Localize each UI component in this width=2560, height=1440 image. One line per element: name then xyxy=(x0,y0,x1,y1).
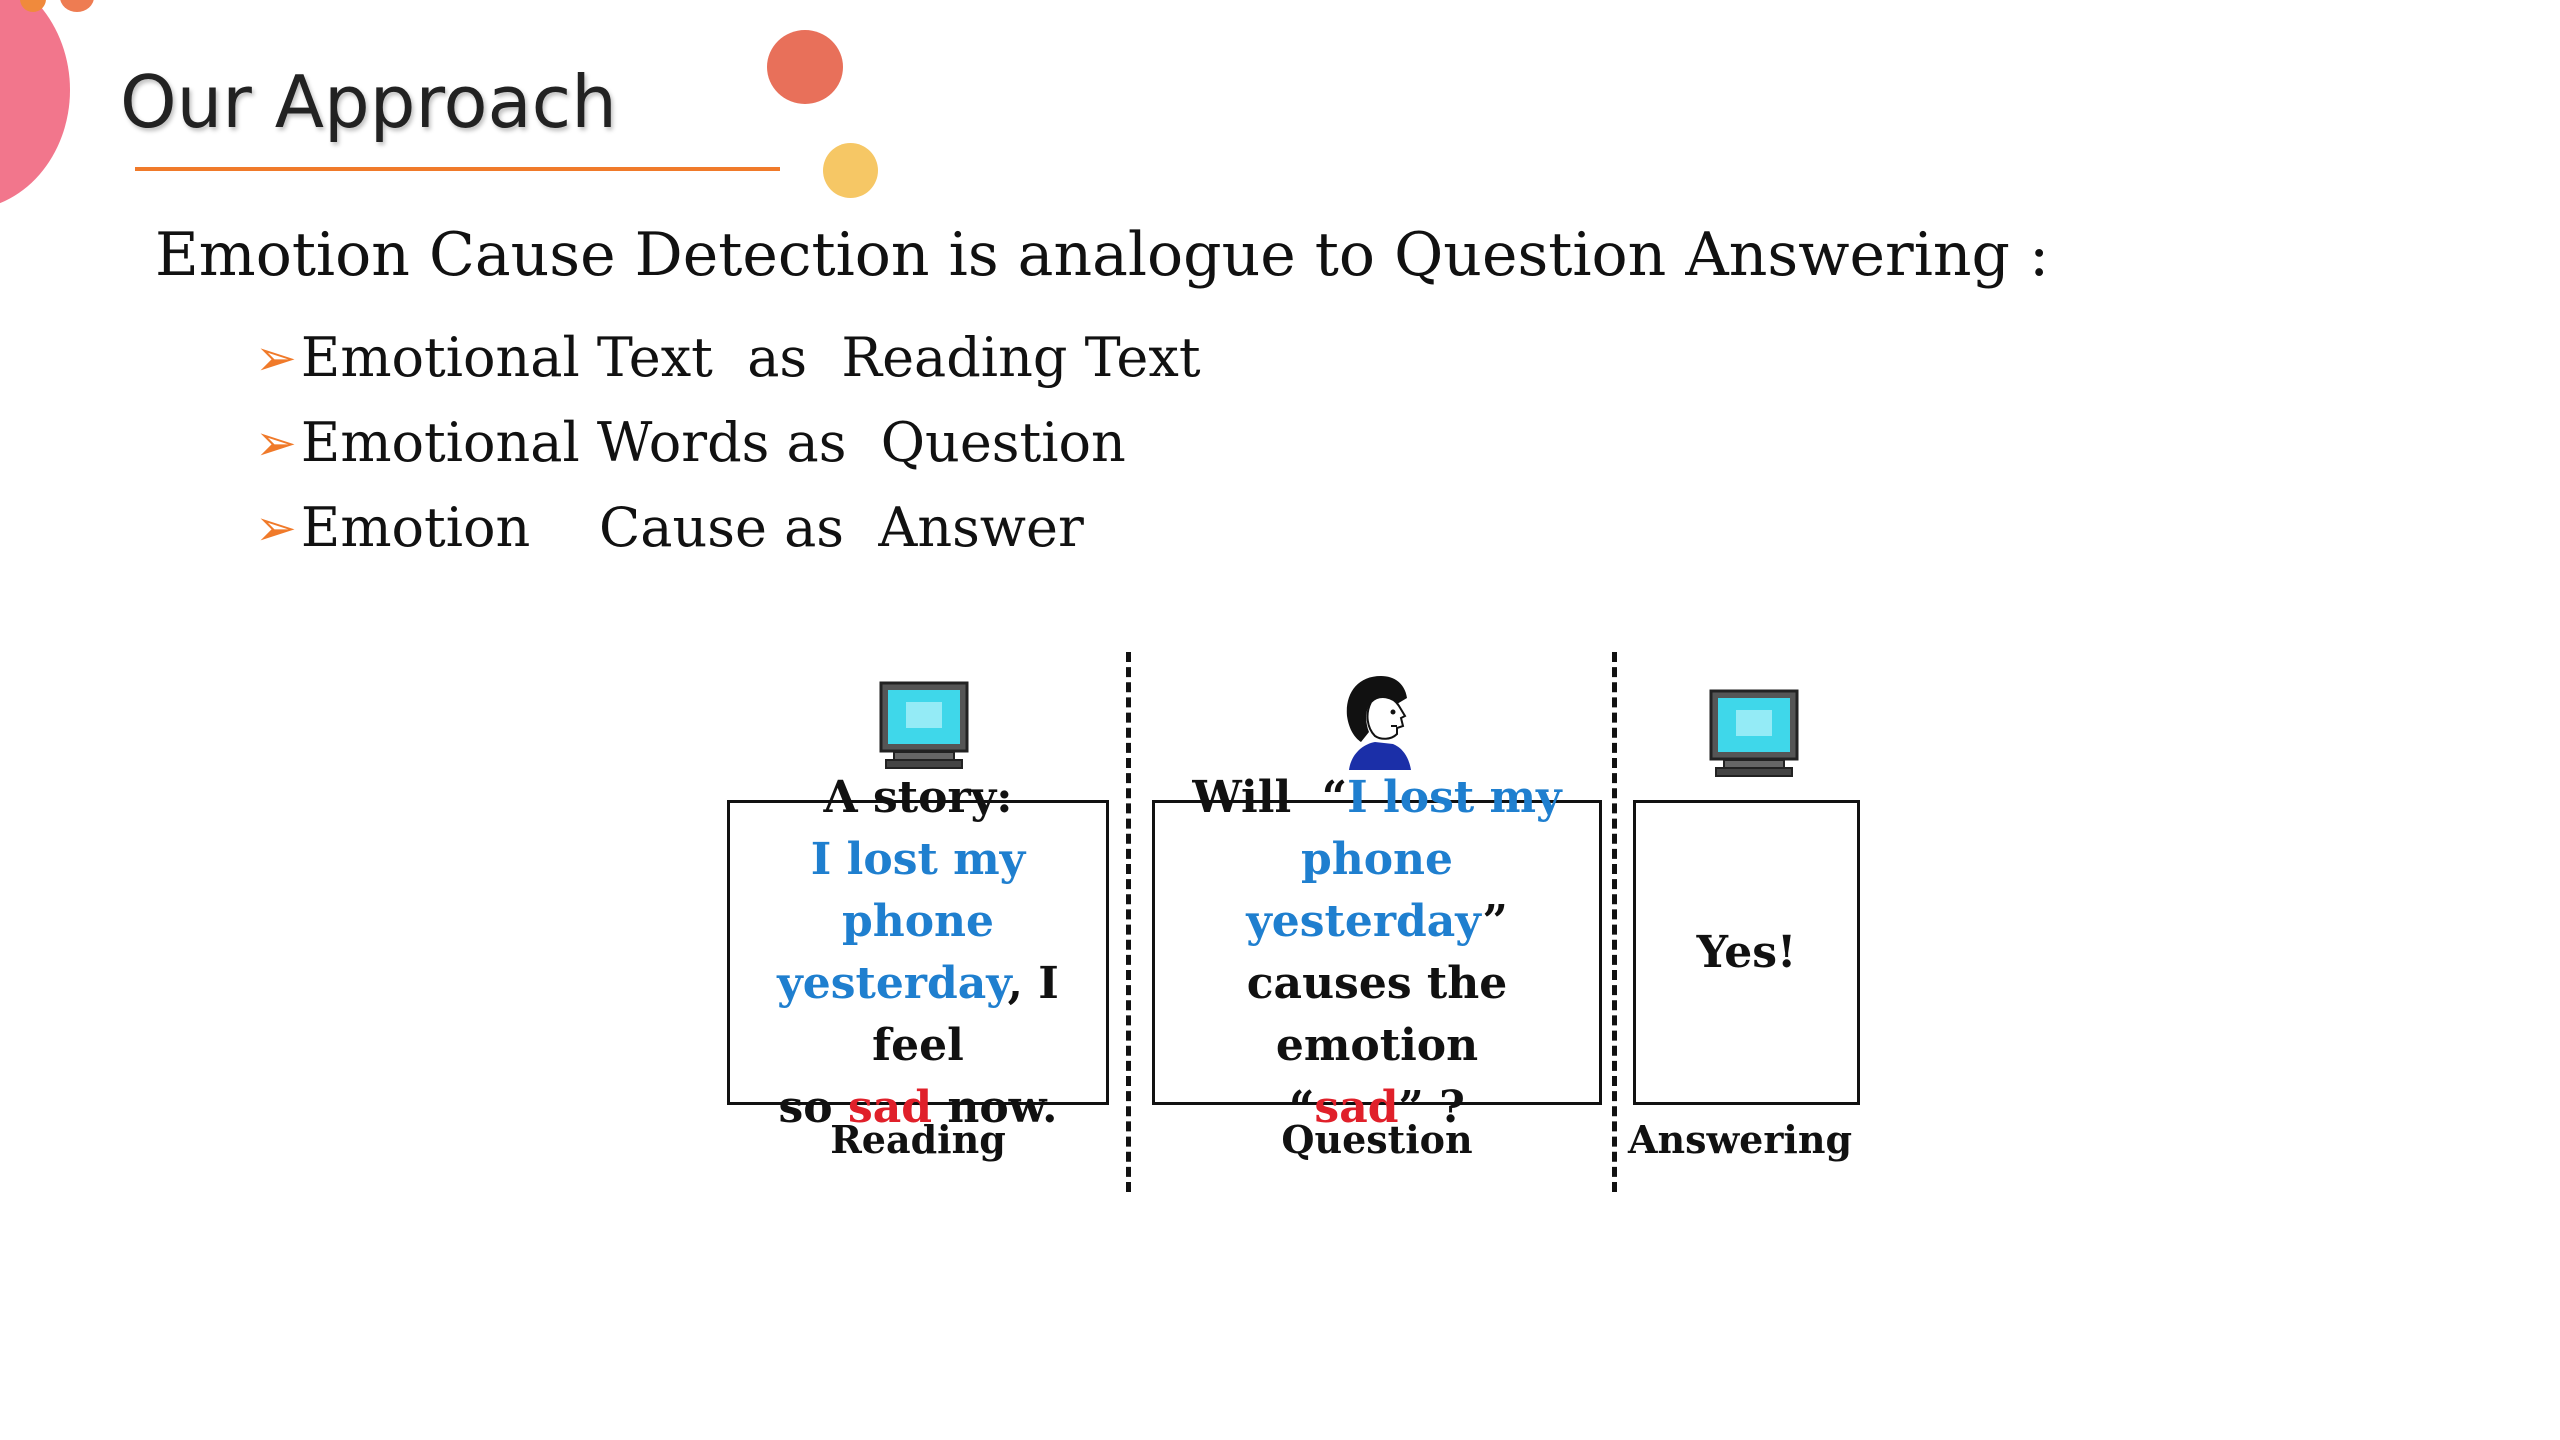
main-statement: Emotion Cause Detection is analogue to Q… xyxy=(155,220,2050,290)
bullet-text: Emotional Words as Question xyxy=(300,410,1126,474)
reading-emotion-word: sad xyxy=(847,1081,933,1133)
person-icon xyxy=(1346,676,1411,770)
question-line: “sad” ? xyxy=(1165,1077,1589,1139)
bullet-text: Emotion Cause as Answer xyxy=(300,495,1084,559)
reading-text-span: so xyxy=(778,1081,848,1133)
decorative-orange-circle xyxy=(767,30,843,104)
reading-line: so sad now. xyxy=(740,1077,1096,1139)
reading-text-span: , I feel xyxy=(872,957,1059,1071)
reading-box: A story: I lost my phone yesterday, I fe… xyxy=(727,772,1109,1133)
dashed-separator xyxy=(1612,652,1617,1192)
slide-title: Our Approach xyxy=(120,60,617,144)
question-text-span: ” ? xyxy=(1398,1081,1465,1133)
reading-text: A story: I lost my phone yesterday, I fe… xyxy=(740,767,1096,1139)
question-caption: Question xyxy=(1281,1117,1473,1162)
question-emotion-word: sad xyxy=(1314,1081,1399,1133)
reading-cause-text: yesterday xyxy=(777,957,1008,1009)
bullet-item: ➢ Emotion Cause as Answer xyxy=(255,485,1201,570)
dashed-separator xyxy=(1126,652,1131,1192)
question-cause-text: I lost my xyxy=(1347,771,1562,823)
question-text-span: “ xyxy=(1289,1081,1315,1133)
reading-cause-text: I lost my phone xyxy=(810,833,1026,947)
question-line: Will “I lost my xyxy=(1165,767,1589,829)
arrow-bullet-icon: ➢ xyxy=(255,413,297,472)
question-text-span: ” xyxy=(1482,895,1508,947)
title-underline xyxy=(135,167,780,171)
question-cause-text: phone yesterday xyxy=(1246,833,1483,947)
arrow-bullet-icon: ➢ xyxy=(255,328,297,387)
reading-caption: Reading xyxy=(830,1117,1006,1162)
bullet-item: ➢ Emotional Words as Question xyxy=(255,400,1201,485)
question-text-span: Will “ xyxy=(1192,771,1348,823)
answering-caption: Answering xyxy=(1627,1117,1853,1162)
bullet-list: ➢ Emotional Text as Reading Text ➢ Emoti… xyxy=(255,315,1201,570)
answer-box: Yes! xyxy=(1633,800,1860,1105)
reading-line: yesterday, I feel xyxy=(740,953,1096,1077)
arrow-bullet-icon: ➢ xyxy=(255,498,297,557)
question-box: Will “I lost my phone yesterday” causes … xyxy=(1152,772,1602,1133)
decorative-yellow-circle xyxy=(823,143,878,198)
computer-monitor-icon xyxy=(1709,689,1799,777)
reading-text-span: now. xyxy=(932,1081,1058,1133)
question-line: causes the emotion xyxy=(1246,957,1508,1071)
decorative-orange-dot xyxy=(20,0,46,12)
question-line: phone yesterday” xyxy=(1165,829,1589,953)
bullet-item: ➢ Emotional Text as Reading Text xyxy=(255,315,1201,400)
bullet-text: Emotional Text as Reading Text xyxy=(300,325,1201,389)
reading-line: A story: xyxy=(823,771,1013,823)
computer-monitor-icon xyxy=(879,681,969,769)
decorative-orange-dot xyxy=(60,0,94,12)
qa-analogy-diagram: A story: I lost my phone yesterday, I fe… xyxy=(720,640,1870,1200)
answer-text: Yes! xyxy=(1696,926,1797,978)
decorative-pink-circle xyxy=(0,0,70,210)
question-text: Will “I lost my phone yesterday” causes … xyxy=(1165,767,1589,1139)
